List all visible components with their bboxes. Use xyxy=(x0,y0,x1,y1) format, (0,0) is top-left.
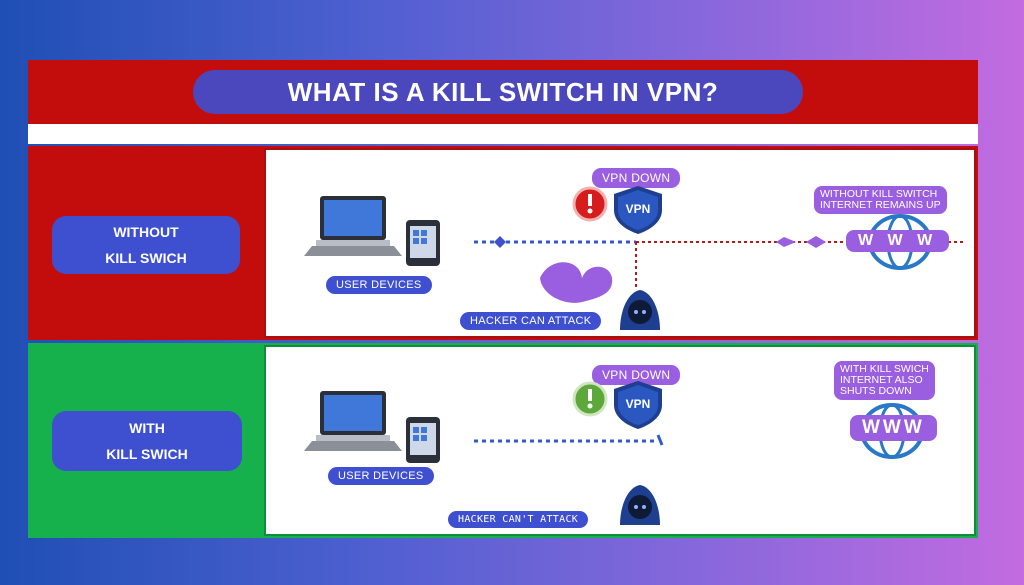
user-devices-label: USER DEVICES xyxy=(328,467,434,485)
title-highlight xyxy=(193,70,803,114)
without-label-line2: KILL SWICH xyxy=(105,250,187,266)
title-bar: WHAT IS A KILL SWITCH IN VPN? xyxy=(28,60,978,124)
laptop-icon xyxy=(304,196,402,256)
without-diagram-panel: USER DEVICES VPN DOWN VPN WITHOUT KILL S… xyxy=(264,148,976,338)
internet-status-note: WITH KILL SWICH INTERNET ALSO SHUTS DOWN xyxy=(834,361,935,400)
hacker-icon xyxy=(620,290,660,330)
hacker-status-label: HACKER CAN ATTACK xyxy=(460,312,602,330)
vpn-down-label: VPN DOWN xyxy=(592,168,681,188)
without-label-line1: WITHOUT xyxy=(113,224,179,240)
with-diagram-panel: USER DEVICES VPN DOWN VPN WITH KILL SWIC… xyxy=(264,345,976,536)
globe-text: W W W xyxy=(846,230,950,252)
hacker-icon xyxy=(620,485,660,525)
vpn-shield-text: VPN xyxy=(625,397,651,411)
without-kill-switch-row: WITHOUT KILL SWICH xyxy=(28,146,978,340)
hacker-status-label: HACKER CAN'T ATTACK xyxy=(448,511,589,528)
title-divider xyxy=(28,124,978,144)
page-title: WHAT IS A KILL SWITCH IN VPN? xyxy=(287,76,719,107)
internet-note-line2: INTERNET ALSO xyxy=(840,374,923,386)
user-devices-label: USER DEVICES xyxy=(326,276,432,294)
with-connection-lines xyxy=(474,434,664,446)
without-kill-switch-label: WITHOUT KILL SWICH xyxy=(52,216,240,274)
vpn-shield-icon xyxy=(614,186,662,234)
alert-icon xyxy=(572,186,608,222)
internet-status-note: WITHOUT KILL SWITCH INTERNET REMAINS UP xyxy=(814,186,947,214)
laptop-icon xyxy=(304,391,402,451)
internet-note-line1: WITHOUT KILL SWITCH xyxy=(820,188,938,200)
vpn-shield-text: VPN xyxy=(625,202,651,216)
without-connection-lines xyxy=(474,236,966,303)
vpn-down-label: VPN DOWN xyxy=(592,365,681,385)
internet-note-line2: INTERNET REMAINS UP xyxy=(820,199,941,211)
with-label-line1: WITH xyxy=(129,420,165,436)
tablet-icon xyxy=(406,417,440,463)
alert-icon xyxy=(572,381,608,417)
with-kill-switch-row: WITH KILL SWICH USER DEVIC xyxy=(28,343,978,538)
with-label-line2: KILL SWICH xyxy=(106,446,188,462)
infographic-frame: WHAT IS A KILL SWITCH IN VPN? WITHOUT KI… xyxy=(28,60,978,538)
internet-note-line1: WITH KILL SWICH xyxy=(840,363,929,375)
tablet-icon xyxy=(406,220,440,266)
globe-text: WWW xyxy=(850,415,937,441)
internet-note-line3: SHUTS DOWN xyxy=(840,385,912,397)
vpn-shield-icon xyxy=(614,381,662,429)
with-kill-switch-label: WITH KILL SWICH xyxy=(52,411,242,471)
